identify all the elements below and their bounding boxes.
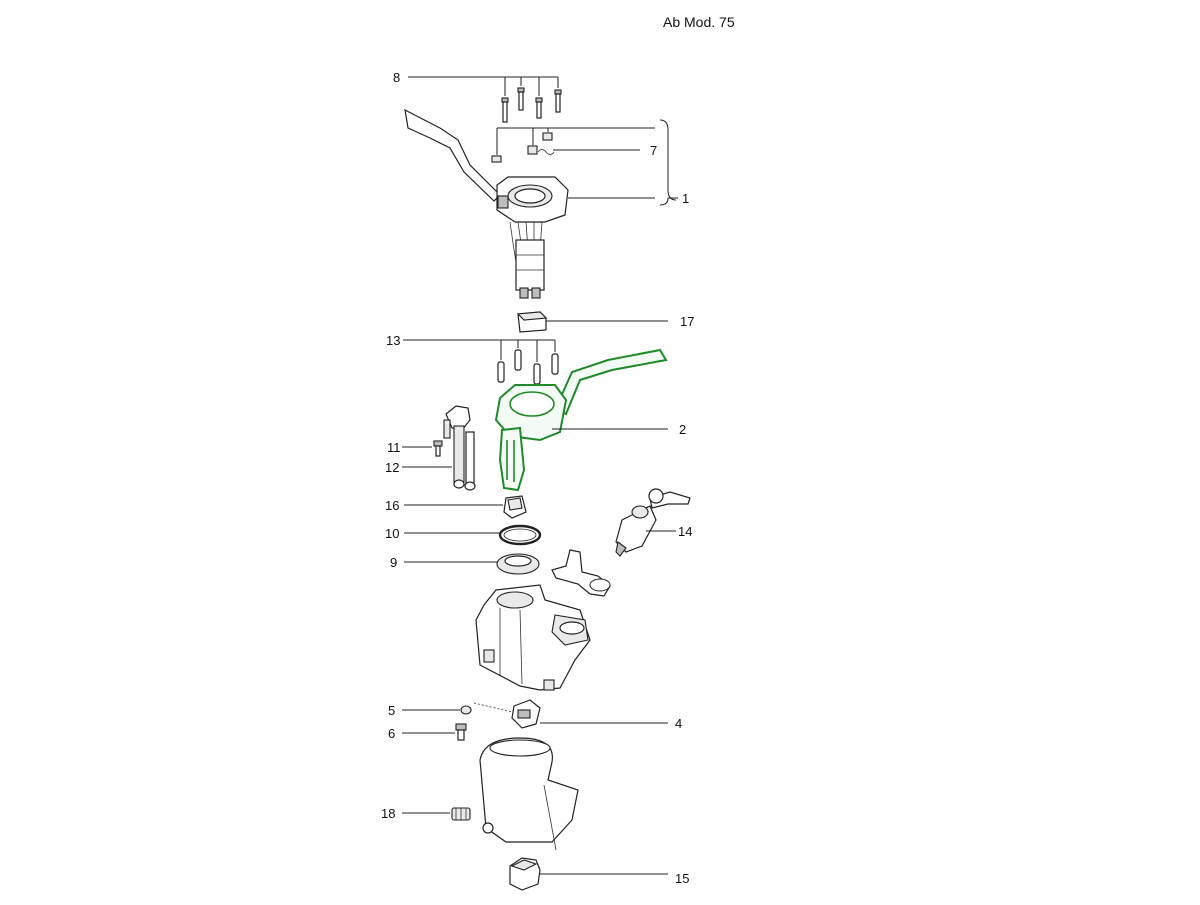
callout-7: 7	[650, 143, 657, 158]
steering-column-housing	[475, 584, 591, 691]
mounting-bracket	[551, 549, 611, 597]
part-11-screw	[402, 440, 443, 457]
callout-1: 1	[682, 191, 689, 206]
part-10-spring-ring	[404, 524, 542, 546]
callout-15: 15	[675, 871, 689, 886]
callout-12: 12	[385, 460, 399, 475]
callout-8: 8	[393, 70, 400, 85]
part-14-ignition-lock	[615, 488, 691, 557]
callout-9: 9	[390, 555, 397, 570]
part-1-switch-assembly	[404, 108, 678, 299]
part-12-contact-assembly	[402, 405, 476, 491]
part-2-switch-highlighted	[494, 348, 668, 492]
callout-13: 13	[386, 333, 400, 348]
part-6-screw	[402, 723, 467, 741]
callout-4: 4	[675, 716, 682, 731]
callout-6: 6	[388, 726, 395, 741]
part-13-pins	[403, 339, 559, 385]
lower-shroud	[479, 737, 579, 851]
part-4-switch	[473, 699, 668, 729]
part-17-block	[516, 311, 668, 333]
callout-14: 14	[678, 524, 692, 539]
part-16-clip	[404, 495, 527, 519]
callout-10: 10	[385, 526, 399, 541]
part-18-threaded-insert	[402, 807, 471, 821]
part-8-screws	[408, 76, 562, 123]
callout-18: 18	[381, 806, 395, 821]
part-15-hex-nut	[509, 857, 668, 891]
callout-5: 5	[388, 703, 395, 718]
part-9-bearing	[404, 553, 540, 575]
callout-11: 11	[387, 440, 401, 455]
part-7-clips	[491, 128, 640, 163]
callout-17: 17	[680, 314, 694, 329]
part-5-washer	[402, 705, 472, 715]
callout-2: 2	[679, 422, 686, 437]
callout-16: 16	[385, 498, 399, 513]
model-note: Ab Mod. 75	[663, 14, 735, 30]
